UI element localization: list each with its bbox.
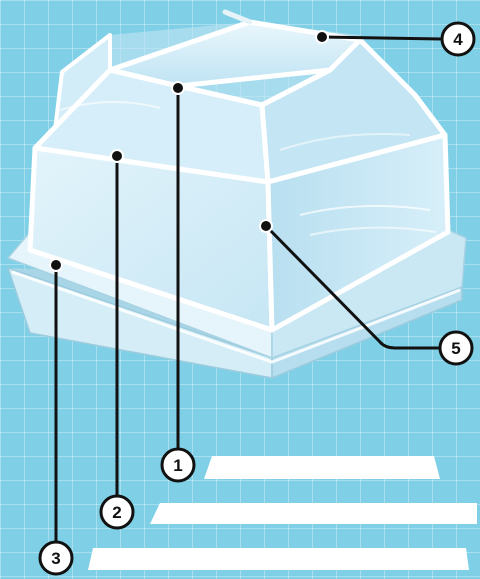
callout-1: 1: [160, 447, 196, 483]
callout-number-4: 4: [453, 30, 463, 49]
anchor-dot-4: [315, 30, 329, 44]
answer-blank-1[interactable]: [204, 456, 440, 479]
anchor-dot-2: [110, 149, 124, 163]
leader-line-4: [320, 35, 444, 41]
callout-5: 5: [438, 330, 474, 366]
anchor-dot-1: [171, 81, 185, 95]
callout-2: 2: [99, 494, 135, 530]
answer-blank-2[interactable]: [150, 503, 477, 524]
callout-circle-5: [438, 330, 474, 366]
callout-circle-1: [160, 447, 196, 483]
anchor-dot-5: [259, 219, 273, 233]
callout-circle-4: [440, 21, 476, 57]
answer-blank-3[interactable]: [88, 548, 469, 570]
callout-number-5: 5: [451, 339, 460, 358]
callout-number-2: 2: [112, 503, 121, 522]
callout-3: 3: [38, 540, 74, 576]
callout-4: 4: [440, 21, 476, 57]
anchor-dot-3: [49, 258, 63, 272]
anchor-dots: [49, 30, 329, 272]
leader-line-5: [264, 224, 442, 350]
leader-lines: [54, 35, 444, 545]
answer-blanks: [88, 456, 477, 570]
callout-number-1: 1: [173, 456, 182, 475]
greenhouse-glass: [27, 9, 451, 333]
callout-circle-3: [38, 540, 74, 576]
callout-circle-2: [99, 494, 135, 530]
callout-number-3: 3: [51, 549, 60, 568]
